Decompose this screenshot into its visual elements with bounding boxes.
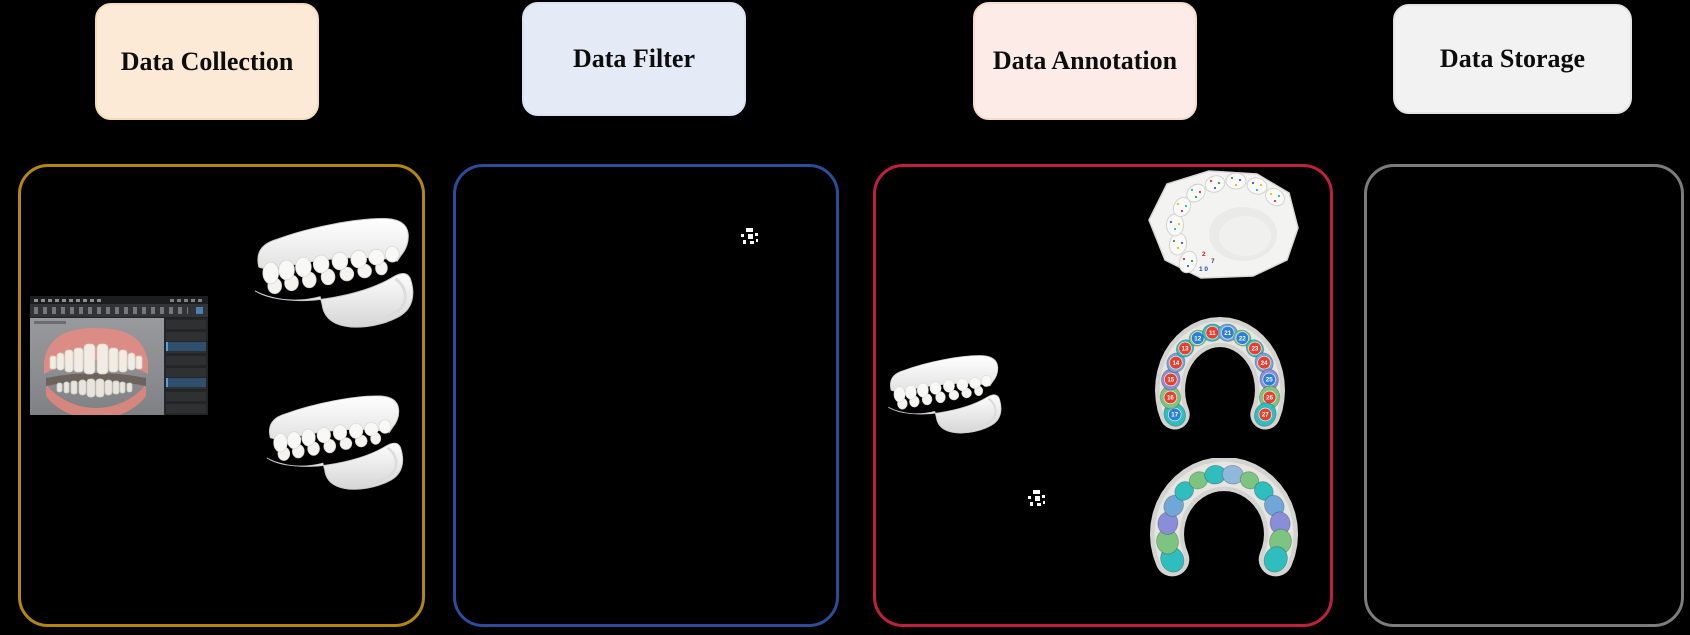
stage-header-filter: Data Filter bbox=[522, 2, 746, 116]
panel-filter bbox=[453, 164, 839, 627]
software-3d-viewport bbox=[30, 318, 164, 415]
stage-header-annotation: Data Annotation bbox=[973, 2, 1197, 120]
side-panel-selected-row bbox=[166, 342, 206, 351]
svg-text:11: 11 bbox=[1209, 330, 1216, 337]
software-side-panel bbox=[164, 318, 208, 415]
toolbar-accent-icon bbox=[196, 307, 203, 314]
svg-text:15: 15 bbox=[1167, 377, 1174, 384]
stage-title-storage: Data Storage bbox=[1439, 44, 1586, 73]
side-panel-selected-row-2 bbox=[166, 378, 206, 387]
small-thumbnail-artifact-icon bbox=[741, 228, 758, 244]
software-window-controls bbox=[170, 299, 204, 302]
panel-collection bbox=[18, 164, 425, 627]
toolbar-icons bbox=[34, 307, 188, 314]
svg-text:13: 13 bbox=[1182, 346, 1189, 353]
svg-text:14: 14 bbox=[1172, 360, 1179, 367]
small-thumbnail-artifact-icon-2 bbox=[1028, 490, 1045, 506]
svg-text:25: 25 bbox=[1266, 377, 1273, 384]
svg-text:7: 7 bbox=[1211, 258, 1215, 265]
svg-text:23: 23 bbox=[1251, 346, 1258, 353]
stage-header-storage: Data Storage bbox=[1393, 4, 1632, 114]
teeth-render-image bbox=[44, 328, 148, 415]
svg-text:2: 2 bbox=[1202, 251, 1206, 258]
occlusal-jaw-model-with-landmarks-image: 271 0 bbox=[1148, 170, 1299, 279]
software-title-bar bbox=[30, 296, 208, 304]
svg-text:26: 26 bbox=[1266, 395, 1273, 402]
svg-text:22: 22 bbox=[1239, 335, 1246, 342]
stage-title-filter: Data Filter bbox=[572, 44, 695, 73]
tooth-segmentation-arch-image bbox=[1149, 458, 1299, 577]
upper-lower-jaw-model-image-1 bbox=[253, 217, 415, 329]
stage-title-collection: Data Collection bbox=[120, 46, 294, 76]
jaw-model-side-view-image bbox=[887, 354, 1003, 435]
upper-lower-jaw-model-image-2 bbox=[265, 394, 404, 491]
software-body bbox=[30, 318, 208, 415]
panel-storage bbox=[1364, 164, 1684, 627]
svg-text:17: 17 bbox=[1171, 412, 1178, 419]
svg-text:16: 16 bbox=[1167, 395, 1174, 402]
svg-text:27: 27 bbox=[1262, 412, 1269, 419]
svg-text:21: 21 bbox=[1224, 330, 1231, 337]
viewport-label bbox=[34, 321, 66, 324]
svg-text:24: 24 bbox=[1261, 360, 1268, 367]
stage-title-annotation: Data Annotation bbox=[992, 46, 1178, 75]
software-toolbar bbox=[30, 304, 208, 318]
svg-text:12: 12 bbox=[1194, 335, 1201, 342]
stage-header-collection: Data Collection bbox=[95, 3, 319, 120]
software-title-text-marks bbox=[34, 299, 104, 302]
svg-text:1 0: 1 0 bbox=[1199, 266, 1208, 273]
dental-cad-software-screenshot bbox=[30, 296, 208, 415]
